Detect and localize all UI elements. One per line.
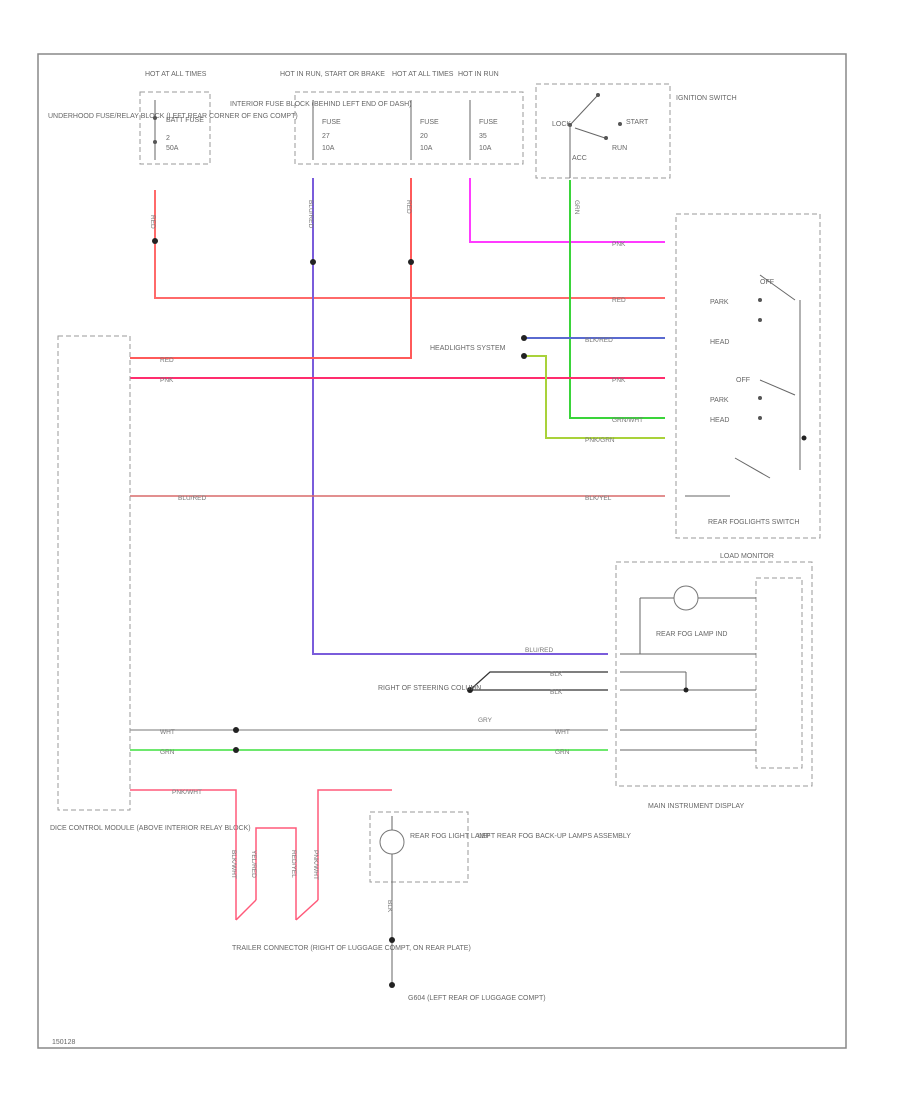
fuse-27-number: 27 — [322, 133, 330, 140]
rear-foglights-switch-label: REAR FOGLIGHTS SWITCH — [708, 519, 799, 526]
ign-run-label: RUN — [612, 145, 627, 152]
wire-red-fuse20-label: RED — [405, 200, 412, 214]
wire-green-switch-label: GRN/WHT — [612, 417, 643, 424]
wire-headlights-yellow-label: PNK/GRN — [585, 437, 615, 444]
wire-darkred-module-label: BLU/RED — [178, 495, 206, 502]
fog-b-park: PARK — [710, 397, 729, 404]
ignition-switch: IGNITION SWITCH LOCK ACC RUN START — [535, 83, 737, 179]
ground-label: G604 (LEFT REAR OF LUGGAGE COMPT) — [408, 995, 546, 1002]
headlights-system-label: HEADLIGHTS SYSTEM — [430, 345, 506, 352]
wire-pink-trailer — [130, 789, 392, 920]
rear-foglights-switch: REAR FOGLIGHTS SWITCH OFF PARK HEAD OFF … — [675, 213, 821, 539]
diagram-frame — [37, 53, 847, 1049]
fuse-batt-amps: 50A — [166, 145, 179, 152]
fog-a-off: OFF — [760, 279, 774, 286]
dice-control-module: DICE CONTROL MODULE (ABOVE INTERIOR RELA… — [50, 335, 251, 832]
trailer-wire-4-label: PNK/WHT — [312, 850, 319, 880]
rear-fog-light-lamp-label: REAR FOG LIGHT LAMP — [410, 833, 490, 840]
interior-fuse-block: HOT IN RUN, START OR BRAKE HOT AT ALL TI… — [230, 71, 524, 165]
left-rear-fog-lamp: REAR FOG LIGHT LAMP LEFT REAR FOG BACK-U… — [369, 811, 631, 1002]
fog-a-head: HEAD — [710, 339, 729, 346]
wire-gray-display-label: WHT — [555, 729, 570, 736]
left-rear-fog-lamp-label: LEFT REAR FOG BACK-UP LAMPS ASSEMBLY — [478, 833, 631, 840]
wire-darkred-switch-label: BLK/YEL — [585, 495, 612, 502]
hot-all-times-label: HOT AT ALL TIMES — [392, 71, 454, 78]
diagram-code: 150128 — [52, 1039, 75, 1046]
fuse-20-label: FUSE — [420, 119, 439, 126]
trailer-wire-1-label: BLK/WHT — [230, 850, 237, 879]
fog-a-park: PARK — [710, 299, 729, 306]
fog-b-off: OFF — [736, 377, 750, 384]
wire-gry-label: GRY — [478, 717, 493, 724]
wire-magenta-label: PNK — [612, 241, 626, 248]
main-instrument-display-label: MAIN INSTRUMENT DISPLAY — [648, 803, 745, 810]
ign-start-label: START — [626, 119, 649, 126]
lamp-monitor-label: LOAD MONITOR — [720, 553, 774, 560]
fuse-batt-label: BATT FUSE — [166, 117, 204, 124]
hot-in-run-label: HOT IN RUN — [458, 71, 499, 78]
fog-lamp-bulb-icon — [379, 829, 405, 855]
underhood-label: UNDERHOOD FUSE/RELAY BLOCK (LEFT REAR CO… — [48, 113, 298, 120]
underhood-fuse-block: HOT AT ALL TIMES UNDERHOOD FUSE/RELAY BL… — [48, 71, 298, 165]
right-steering-label: RIGHT OF STEERING COLUMN — [378, 685, 481, 692]
trailer-wire-2-label: YEL/RED — [250, 850, 257, 878]
wire-green-ign-label: GRN — [573, 200, 580, 215]
wire-magenta — [469, 178, 665, 243]
wire-black1-label: BLK — [550, 671, 563, 678]
fuse-20-amps: 10A — [420, 145, 433, 152]
rear-fog-lamp-ind-label: REAR FOG LAMP IND — [656, 631, 727, 638]
dice-module-label: DICE CONTROL MODULE (ABOVE INTERIOR RELA… — [50, 825, 251, 832]
wire-pink-switch-label: PNK — [612, 377, 626, 384]
wire-red-top — [154, 190, 665, 299]
wire-lightgreen-display-label: GRN — [555, 749, 570, 756]
wire-pink-module-label: PNK — [160, 377, 174, 384]
fuse-35-label: FUSE — [479, 119, 498, 126]
wire-headlights-yellow — [524, 355, 665, 439]
rear-fog-indicator-icon — [673, 585, 699, 611]
wire-red-module-label: RED — [160, 357, 174, 364]
hot-battery-label: HOT AT ALL TIMES — [145, 71, 207, 78]
fuse-35-amps: 10A — [479, 145, 492, 152]
main-instrument-display: LOAD MONITOR MAIN INSTRUMENT DISPLAY REA… — [615, 553, 813, 810]
fuse-27-label: FUSE — [322, 119, 341, 126]
ign-lock-label: LOCK — [552, 121, 571, 128]
ignition-switch-label: IGNITION SWITCH — [676, 95, 737, 102]
wire-red-right-label: RED — [612, 297, 626, 304]
lamp-ground-wire-label: BLK — [386, 900, 393, 913]
interior-fuse-label: INTERIOR FUSE BLOCK (BEHIND LEFT END OF … — [230, 101, 412, 108]
trailer-wire-3-label: RED/YEL — [290, 850, 297, 878]
wire-black2-label: BLK — [550, 689, 563, 696]
trailer-connector-label: TRAILER CONNECTOR (RIGHT OF LUGGAGE COMP… — [232, 945, 471, 952]
wire-red-top-label: RED — [149, 215, 156, 229]
wire-green-ign — [569, 180, 665, 419]
wire-red-mid — [130, 178, 412, 359]
wire-lightgreen-module-label: GRN — [160, 749, 175, 756]
wire-blue-long — [312, 178, 608, 655]
wire-pink-trailer-label: PNK/WHT — [172, 789, 202, 796]
trailer-connector: BLK/WHT YEL/RED RED/YEL PNK/WHT TRAILER … — [230, 850, 471, 952]
wire-black-steering — [469, 671, 608, 691]
fuse-batt-number: 2 — [166, 135, 170, 142]
hot-run-start-label: HOT IN RUN, START OR BRAKE — [280, 71, 385, 78]
wire-blue-label: BLU/RED — [307, 200, 314, 228]
fuse-27-amps: 10A — [322, 145, 335, 152]
wire-headlights-blue-label: BLK/RED — [585, 337, 613, 344]
wire-gray-module-label: WHT — [160, 729, 175, 736]
fog-b-head: HEAD — [710, 417, 729, 424]
ign-acc-label: ACC — [572, 155, 587, 162]
fuse-20-number: 20 — [420, 133, 428, 140]
wire-blue-bottom-label: BLU/RED — [525, 647, 553, 654]
fuse-35-number: 35 — [479, 133, 487, 140]
